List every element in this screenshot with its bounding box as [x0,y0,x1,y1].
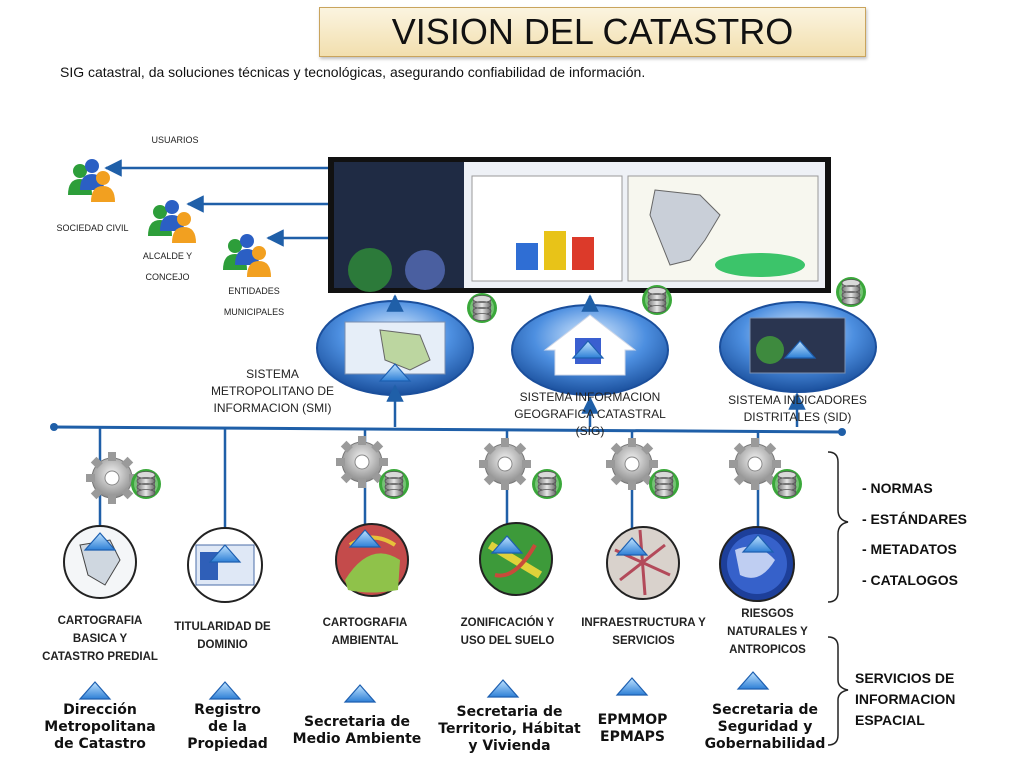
database-icon [835,276,867,308]
institution-label: Secretaria de Seguridad y Gobernabilidad [704,702,826,752]
user-label-alcalde: ALCALDE Y [142,251,193,261]
user-label-sociedad-civil: SOCIEDAD CIVIL [56,223,129,233]
thumb-cartografia-ambiental [335,523,409,597]
institution-label: Dirección Metropolitana de Catastro [44,702,156,752]
gear-icon [85,451,139,505]
upload-icon [737,671,769,690]
thumb-titularidad [187,527,263,603]
category-label: CARTOGRAFIA AMBIENTAL [322,617,408,647]
title-banner: VISION DEL CATASTRO [319,7,866,57]
user-label-concejo: CONCEJO [145,272,190,282]
upload-icon [79,681,111,700]
standards-list: - NORMAS - ESTÁNDARES - METADATOS - CATA… [862,480,968,588]
subtitle: SIG catastral, da soluciones técnicas y … [60,64,646,80]
category-label: RIESGOS NATURALES Y ANTROPICOS [727,608,808,656]
category-label: INFRAESTRUCTURA Y SERVICIOS [581,617,706,647]
institution-label: EPMMOP EPMAPS [597,712,668,745]
database-icon [531,468,563,500]
services-label: SERVICIOS DE INFORMACION ESPACIAL [855,670,956,728]
system-label-sid: SISTEMA INDICADORES DISTRITALES (SID) [728,393,867,424]
category-label: CARTOGRAFIA BASICA Y CATASTRO PREDIAL [42,615,158,663]
system-arrows [386,294,806,427]
database-icon [130,468,162,500]
user-arrows [104,159,330,247]
institution-label: Registro de la Propiedad [187,702,268,752]
users-icon-sociedad-civil [68,159,115,202]
users-icon-entidades [223,234,271,277]
database-icon [378,468,410,500]
users-icon-alcalde [148,200,196,243]
upload-icon [616,677,648,696]
database-icon [771,468,803,500]
system-label-sig: SISTEMA INFORMACION GEOGRAFICA CATASTRAL… [514,390,666,438]
user-label-entidades: ENTIDADES [228,286,280,296]
upload-icon [209,681,241,700]
users-heading: USUARIOS [151,135,199,145]
standards-brace [827,451,849,603]
database-icon [648,468,680,500]
institution-label: Secretaria de Territorio, Hábitat y Vivi… [438,704,581,754]
database-icon [466,292,498,324]
upload-icon [487,679,519,698]
system-label-smi: SISTEMA METROPOLITANO DE INFORMACION (SM… [210,367,335,415]
services-brace [827,636,849,746]
upload-icon [344,684,376,703]
page-title: VISION DEL CATASTRO [391,11,794,52]
thumb-infraestructura [606,526,680,600]
thumb-zonificacion [479,522,553,596]
institution-label: Secretaria de Medio Ambiente [292,714,422,747]
database-icon [641,284,673,316]
thumb-riesgos [719,526,795,602]
sig-screen-image [328,157,831,293]
gear-icon [478,437,532,491]
category-label: ZONIFICACIÓN Y USO DEL SUELO [460,617,555,647]
category-label: TITULARIDAD DE DOMINIO [174,621,271,651]
thumb-cartografia-basica [63,525,137,599]
user-label-municipales: MUNICIPALES [223,307,285,317]
data-bus [50,423,846,436]
